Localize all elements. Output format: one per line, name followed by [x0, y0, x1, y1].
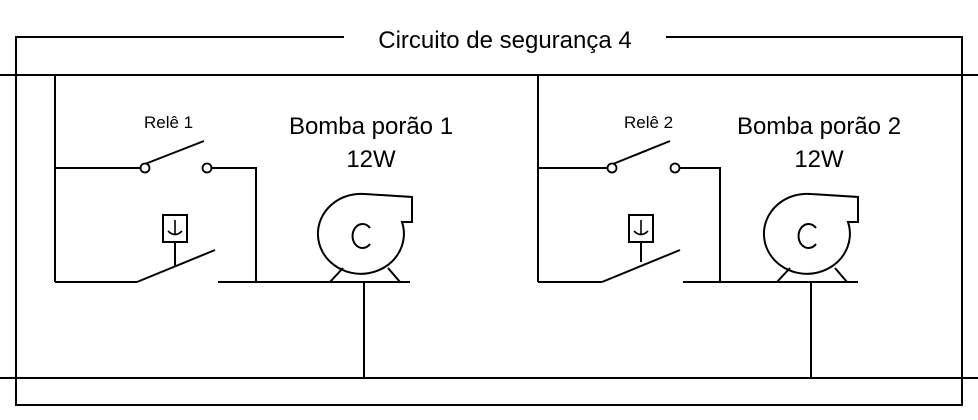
float-switch-icon	[601, 214, 681, 283]
pump-power-1: 12W	[346, 146, 396, 173]
title-gap	[344, 26, 666, 50]
relay-contact-icon	[139, 140, 213, 174]
diagram-title: Circuito de segurança 4	[378, 27, 631, 54]
pump-power-2: 12W	[794, 146, 844, 173]
circuit-1: Relê 1 Bomba porão 1 12W	[54, 75, 453, 378]
float-switch-icon	[136, 214, 216, 283]
relay-output-wire-2	[680, 167, 721, 282]
pump-name-1: Bomba porão 1	[289, 113, 453, 140]
centrifugal-pump-icon	[762, 192, 859, 283]
relay-label-2: Relê 2	[624, 113, 673, 132]
outer-frame	[15, 36, 963, 406]
centrifugal-pump-icon	[316, 192, 413, 283]
relay-label-1: Relê 1	[144, 113, 193, 132]
relay-contact-icon	[606, 140, 681, 174]
pump-name-2: Bomba porão 2	[737, 113, 901, 140]
relay-output-wire-1	[212, 167, 257, 282]
circuit-2: Relê 2 Bomba porão 2 12W	[537, 75, 901, 378]
